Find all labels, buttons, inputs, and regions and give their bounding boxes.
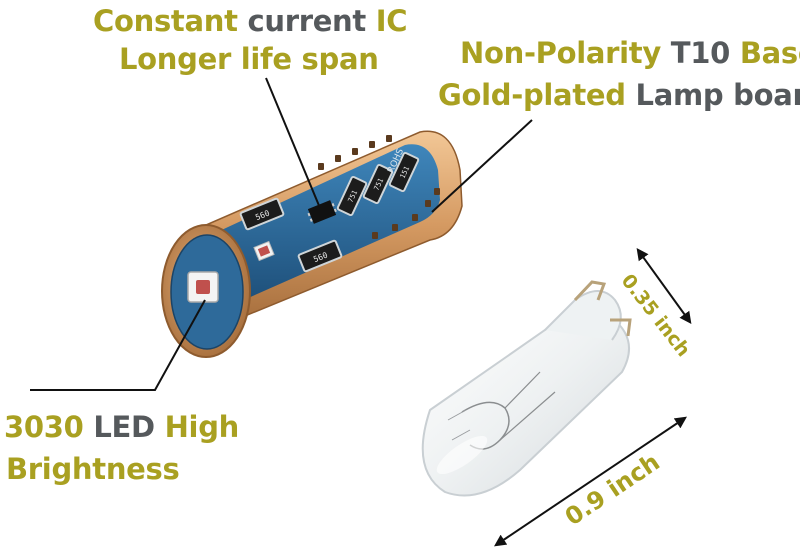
base-label-line2: Gold-plated Lamp board: [438, 78, 800, 112]
led-label-word: 3030: [4, 410, 84, 444]
main-led-chip: [187, 271, 219, 303]
led-label-word: High: [164, 410, 240, 444]
width-dimension-line: [636, 248, 692, 324]
ic-callout-line: [265, 77, 321, 209]
glass-bulb: [421, 280, 632, 497]
ic-chip: [307, 200, 337, 224]
base-label: Non-Polarity T10 Base: [460, 36, 800, 70]
led-bulb: 560 560 751 751 151 ROHS: [161, 130, 463, 358]
led-callout-line: [30, 299, 206, 391]
led-label: 3030 LED High: [4, 410, 239, 444]
base-label-word: Lamp board: [635, 78, 800, 112]
resistor-group: 560 560 751 751 151: [239, 151, 420, 273]
base-label-word: T10: [670, 36, 731, 70]
ic-label-word: current: [247, 4, 366, 38]
base-label-word: Gold-plated: [438, 78, 626, 112]
led-label-line2: Brightness: [6, 452, 180, 486]
base-label-word: Non-Polarity: [460, 36, 661, 70]
callout-lines: [30, 77, 692, 547]
ic-label: Constant current IC: [93, 4, 408, 38]
ic-label-word: Constant: [93, 4, 238, 38]
led-label-word: LED: [93, 410, 155, 444]
ic-label-word: IC: [375, 4, 408, 38]
base-label-word: Base: [739, 36, 800, 70]
ic-label-line2: Longer life span: [119, 42, 379, 76]
length-dimension-line: [494, 416, 687, 547]
base-callout-line: [431, 119, 533, 213]
